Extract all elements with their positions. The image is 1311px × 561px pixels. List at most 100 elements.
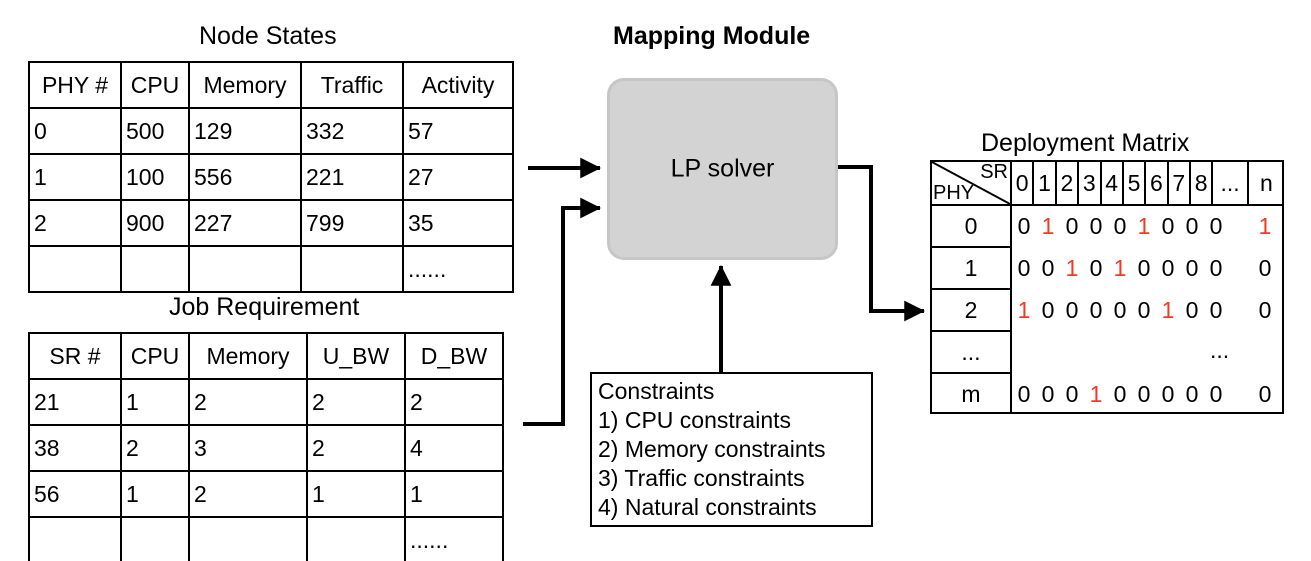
matrix-column-header: 2 — [1057, 162, 1080, 204]
matrix-cell: 0 — [1185, 213, 1199, 239]
table-row: 2 900 227 799 35 — [28, 199, 514, 247]
constraints-title: Constraints — [598, 378, 715, 404]
cell-phy: 2 — [28, 199, 122, 247]
cell-cpu — [120, 245, 190, 293]
cell-memory: 129 — [188, 107, 302, 155]
constraint-item-memory: 2) Memory constraints — [598, 436, 826, 462]
matrix-row-label: 0 — [932, 206, 1010, 248]
cell-cpu: 500 — [120, 107, 190, 155]
matrix-cell-tail: 0 — [1258, 381, 1272, 407]
matrix-cell-tail: 1 — [1258, 213, 1272, 239]
cell-memory: 556 — [188, 153, 302, 201]
cell-memory: 2 — [188, 470, 308, 518]
matrix-cell: 0 — [1185, 381, 1199, 407]
cell-sr — [28, 516, 122, 561]
cell-memory: 227 — [188, 199, 302, 247]
constraints-box: Constraints 1) CPU constraints 2) Memory… — [590, 372, 873, 527]
matrix-row-axis-label: PHY — [933, 182, 975, 204]
cell-memory — [188, 245, 302, 293]
matrix-cell: 0 — [1137, 381, 1151, 407]
cell-sr: 21 — [28, 378, 122, 426]
cell-ellipsis: ...... — [404, 516, 504, 561]
cell-dbw: 4 — [404, 424, 504, 472]
matrix-cell: 0 — [1209, 297, 1223, 323]
cell-activity: 27 — [402, 153, 514, 201]
matrix-column-header: 1 — [1034, 162, 1057, 204]
matrix-cell: 0 — [1161, 213, 1175, 239]
cell-ellipsis: ...... — [402, 245, 514, 293]
lp-solver-label: LP solver — [670, 154, 775, 183]
column-header-cpu: CPU — [120, 332, 190, 380]
matrix-row-ellipsis: ... — [1210, 337, 1230, 363]
cell-traffic: 332 — [300, 107, 404, 155]
table-row: 38 2 3 2 4 — [28, 424, 504, 472]
matrix-cell: 0 — [1113, 297, 1127, 323]
matrix-col-axis-label: SR — [980, 161, 1008, 183]
matrix-column-header: 5 — [1124, 162, 1147, 204]
table-row-continuation: ...... — [28, 516, 504, 561]
cell-activity: 57 — [402, 107, 514, 155]
cell-memory: 3 — [188, 424, 308, 472]
table-row-continuation: ...... — [28, 245, 514, 293]
table-header-row: SR # CPU Memory U_BW D_BW — [28, 332, 504, 380]
matrix-cell: 0 — [1017, 213, 1031, 239]
cell-sr: 56 — [28, 470, 122, 518]
constraint-item-cpu: 1) CPU constraints — [598, 407, 792, 433]
matrix-cell: 0 — [1017, 381, 1031, 407]
matrix-row-label: m — [961, 381, 981, 407]
lp-solver-box: LP solver — [607, 78, 838, 260]
cell-memory — [188, 516, 308, 561]
arrow-solver-to-matrix — [838, 165, 926, 322]
matrix-cell: 0 — [1209, 213, 1223, 239]
column-header-memory: Memory — [188, 332, 308, 380]
matrix-column-header: 4 — [1102, 162, 1124, 204]
column-header-cpu: CPU — [120, 61, 190, 109]
mapping-module-title: Mapping Module — [613, 22, 811, 50]
cell-cpu: 100 — [120, 153, 190, 201]
cell-traffic — [300, 245, 404, 293]
matrix-cell: 0 — [1161, 255, 1175, 281]
matrix-cell: 0 — [1209, 255, 1223, 281]
cell-ubw: 2 — [306, 424, 406, 472]
matrix-row-label: ... — [932, 332, 1010, 374]
table-row: 56 1 2 1 1 — [28, 470, 504, 518]
matrix-cell: 0 — [1089, 297, 1103, 323]
cell-ubw: 2 — [306, 378, 406, 426]
matrix-column-header: 8 — [1191, 162, 1214, 204]
matrix-cell: 1 — [1089, 381, 1103, 407]
matrix-cell: 1 — [1041, 213, 1055, 239]
matrix-cell: 0 — [1137, 297, 1151, 323]
table-header-row: PHY # CPU Memory Traffic Activity — [28, 61, 514, 109]
job-requirement-table: SR # CPU Memory U_BW D_BW 21 1 2 2 2 38 … — [28, 332, 504, 561]
matrix-cell: 0 — [1065, 213, 1079, 239]
matrix-cell: 0 — [1041, 255, 1055, 281]
table-row: 21 1 2 2 2 — [28, 378, 504, 426]
matrix-column-header: 7 — [1169, 162, 1191, 204]
matrix-column-header: 3 — [1079, 162, 1102, 204]
cell-dbw: 1 — [404, 470, 504, 518]
matrix-cell-tail: 0 — [1258, 255, 1272, 281]
matrix-row-label: 2 — [932, 290, 1010, 332]
cell-cpu: 1 — [120, 378, 190, 426]
column-header-traffic: Traffic — [300, 61, 404, 109]
matrix-cell: 0 — [1209, 381, 1223, 407]
matrix-cell: 0 — [1065, 381, 1079, 407]
column-header-activity: Activity — [402, 61, 514, 109]
cell-ubw — [306, 516, 406, 561]
arrow-job-requirement-to-solver — [523, 197, 602, 426]
cell-dbw: 2 — [404, 378, 504, 426]
constraint-item-traffic: 3) Traffic constraints — [598, 465, 805, 491]
cell-traffic: 799 — [300, 199, 404, 247]
table-row: 0 500 129 332 57 — [28, 107, 514, 155]
diagonal-divider-icon — [932, 162, 1010, 204]
matrix-cell: 0 — [1041, 297, 1055, 323]
matrix-cell: 0 — [1185, 255, 1199, 281]
matrix-cell: 0 — [1017, 255, 1031, 281]
column-header-ubw: U_BW — [306, 332, 406, 380]
cell-ubw: 1 — [306, 470, 406, 518]
matrix-column-header: 6 — [1146, 162, 1169, 204]
